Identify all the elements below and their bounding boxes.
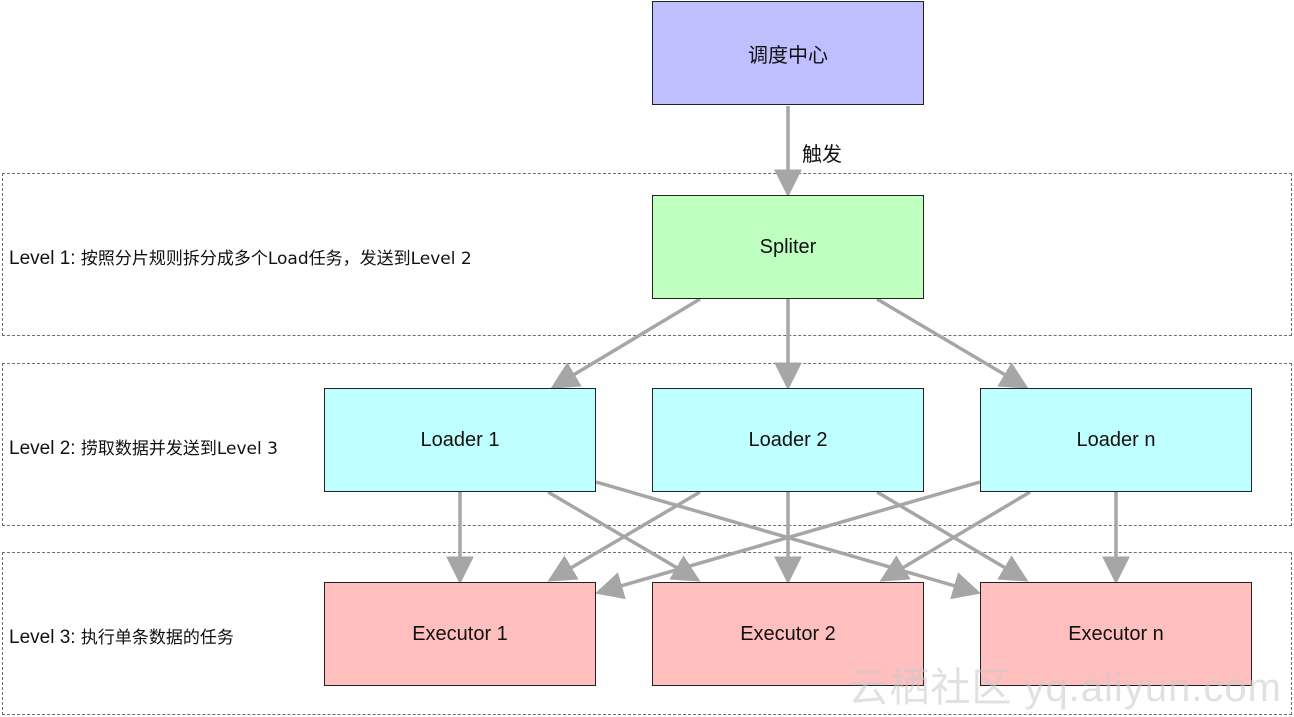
executor-2-node[interactable]: Executor 2 — [652, 582, 924, 686]
loader-2-label: Loader 2 — [748, 428, 828, 451]
level-2-label: Level 2: 捞取数据并发送到Level 3 — [9, 434, 278, 460]
level-3-description: 执行单条数据的任务 — [80, 628, 234, 648]
edge-spliter-to-loader-1 — [550, 297, 701, 389]
level-1-label: Level 1: 按照分片规则拆分成多个Load任务，发送到Level 2 — [9, 244, 472, 270]
spliter-node[interactable]: Spliter — [652, 195, 924, 299]
scheduler-node[interactable]: 调度中心 — [652, 1, 924, 105]
loader-2-node[interactable]: Loader 2 — [652, 388, 924, 492]
loader-1-label: Loader 1 — [420, 428, 500, 451]
executor-n-label: Executor n — [1068, 622, 1164, 645]
executor-n-node[interactable]: Executor n — [980, 582, 1252, 686]
loader-1-node[interactable]: Loader 1 — [324, 388, 596, 492]
level-2-description: 捞取数据并发送到Level 3 — [80, 439, 278, 459]
level-1-description: 按照分片规则拆分成多个Load任务，发送到Level 2 — [80, 249, 472, 269]
spliter-label: Spliter — [759, 235, 817, 258]
loader-n-node[interactable]: Loader n — [980, 388, 1252, 492]
level-2-container — [2, 363, 1292, 526]
level-2-prefix: Level 2: — [9, 438, 81, 459]
scheduler-label: 调度中心 — [748, 42, 828, 67]
edge-loader-2-to-executor-1 — [547, 490, 701, 582]
edge-loader-n-to-executor-1 — [594, 480, 981, 600]
edge-loader-n-to-executor-2 — [879, 490, 1031, 582]
level-3-prefix: Level 3: — [9, 627, 81, 648]
edge-spliter-to-loader-n — [876, 297, 1029, 389]
level-3-container — [2, 552, 1292, 715]
executor-2-label: Executor 2 — [740, 622, 836, 645]
loader-n-label: Loader n — [1076, 428, 1156, 451]
watermark: 云栖社区 yq.aliyun.com — [848, 666, 1282, 710]
executor-1-label: Executor 1 — [412, 622, 508, 645]
level-1-container — [2, 173, 1292, 336]
trigger-edge-label: 触发 — [802, 142, 842, 166]
level-1-prefix: Level 1: — [9, 248, 81, 269]
edge-loader-1-to-executor-2 — [547, 490, 701, 582]
level-3-label: Level 3: 执行单条数据的任务 — [9, 623, 234, 649]
executor-1-node[interactable]: Executor 1 — [324, 582, 596, 686]
